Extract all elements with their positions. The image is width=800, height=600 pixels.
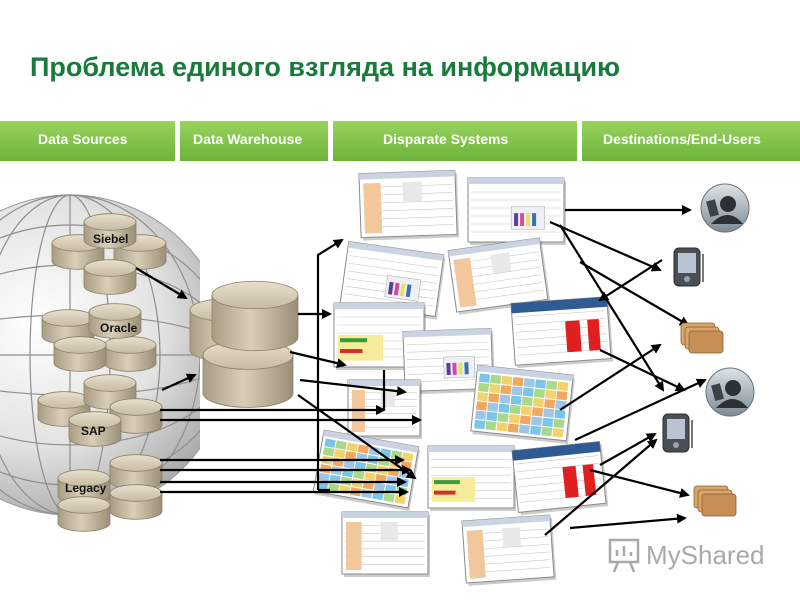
database-cylinder bbox=[109, 398, 163, 434]
flow-arrow bbox=[161, 373, 197, 392]
system-screenshot bbox=[427, 445, 516, 511]
flow-arrow bbox=[135, 267, 188, 300]
slide-title: Проблема единого взгляда на информацию bbox=[30, 52, 621, 82]
database-cylinder bbox=[83, 259, 137, 295]
pda-icon bbox=[673, 247, 704, 287]
flow-arrow bbox=[579, 261, 690, 327]
flow-arrow bbox=[589, 468, 690, 498]
flow-arrow bbox=[316, 238, 344, 290]
database-cylinder bbox=[88, 303, 142, 339]
folders-icon bbox=[693, 485, 737, 517]
system-screenshot bbox=[339, 241, 446, 320]
source-label-siebel: Siebel bbox=[93, 232, 129, 246]
warehouse-cylinder bbox=[211, 280, 299, 352]
column-header-data-sources bbox=[0, 121, 175, 161]
column-label: Data Sources bbox=[38, 131, 128, 147]
flow-arrow bbox=[599, 433, 657, 466]
system-screenshot bbox=[467, 177, 566, 245]
system-screenshot bbox=[511, 441, 609, 516]
flow-arrow bbox=[559, 224, 665, 392]
system-screenshot bbox=[510, 296, 614, 369]
siebel-database-cluster bbox=[51, 213, 167, 295]
column-header-destinations bbox=[582, 121, 800, 161]
pda-icon bbox=[662, 413, 693, 453]
sap-database-cluster bbox=[37, 374, 163, 447]
person-icon bbox=[700, 183, 750, 233]
flow-arrow bbox=[599, 349, 686, 392]
source-label-sap: SAP bbox=[81, 424, 106, 438]
flow-arrow bbox=[598, 259, 663, 302]
database-cylinder bbox=[68, 411, 122, 447]
column-label: Disparate Systems bbox=[383, 131, 509, 147]
system-screenshot bbox=[470, 364, 575, 445]
database-cylinder bbox=[57, 496, 111, 532]
flow-arrow bbox=[289, 350, 347, 369]
column-label: Data Warehouse bbox=[193, 131, 303, 147]
system-screenshot bbox=[461, 514, 557, 586]
column-header-disparate-systems bbox=[333, 121, 577, 161]
oracle-database-cluster bbox=[41, 303, 157, 372]
legacy-database-cluster bbox=[57, 454, 163, 532]
system-screenshot bbox=[341, 511, 430, 577]
source-label-legacy: Legacy bbox=[65, 481, 107, 495]
system-screenshot bbox=[402, 327, 496, 395]
column-label: Destinations/End-Users bbox=[603, 131, 761, 147]
database-cylinder bbox=[83, 213, 137, 249]
database-cylinder bbox=[103, 336, 157, 372]
flow-arrow bbox=[549, 220, 662, 272]
flow-arrow bbox=[569, 513, 687, 530]
data-warehouse-cylinders bbox=[189, 280, 299, 408]
database-cylinder bbox=[109, 454, 163, 490]
system-screenshot bbox=[358, 169, 460, 241]
folders-icon bbox=[680, 322, 724, 354]
watermark-text: MyShared bbox=[646, 540, 765, 570]
database-cylinder bbox=[53, 336, 107, 372]
presentation-board-icon bbox=[608, 538, 640, 573]
flow-arrow bbox=[544, 438, 658, 536]
column-header-data-warehouse bbox=[180, 121, 328, 161]
system-screenshot bbox=[447, 237, 551, 315]
person-icon bbox=[705, 367, 755, 417]
database-cylinder bbox=[109, 484, 163, 520]
source-label-oracle: Oracle bbox=[100, 321, 138, 335]
flow-arrow bbox=[559, 343, 662, 411]
flow-arrow bbox=[574, 378, 707, 441]
flow-arrow bbox=[299, 378, 407, 397]
